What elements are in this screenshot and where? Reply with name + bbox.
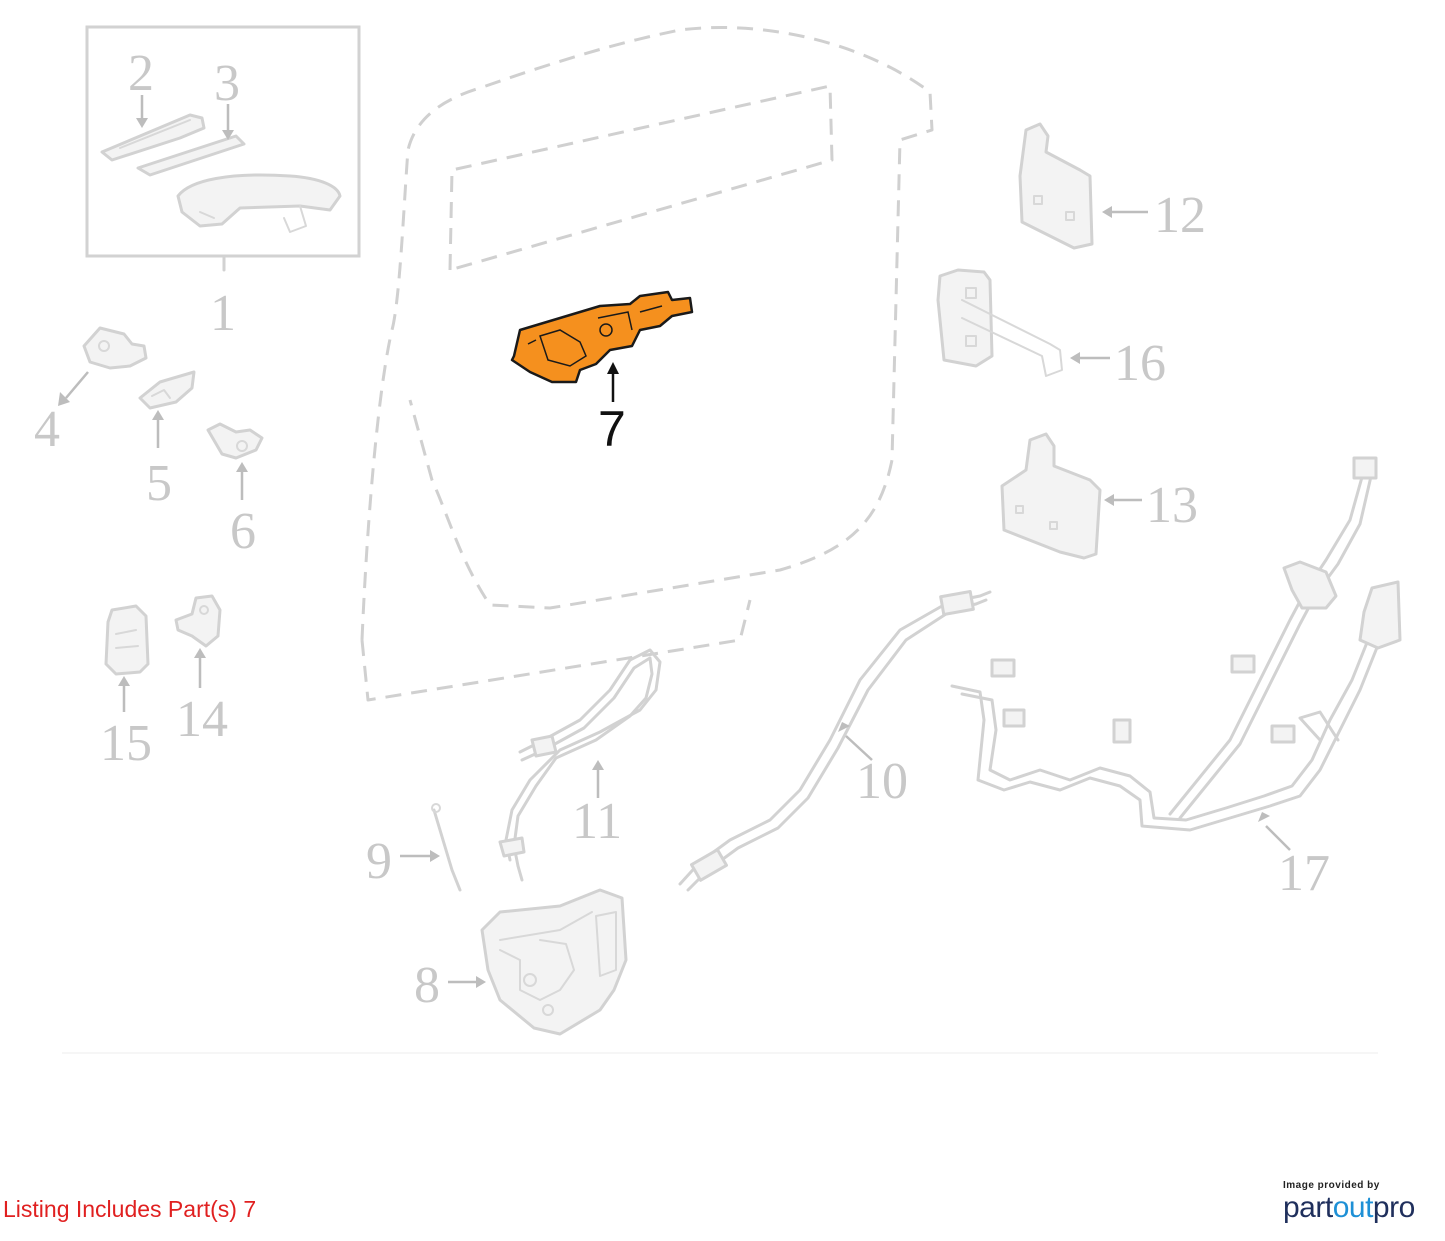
part-6 bbox=[206, 422, 264, 500]
callout-16: 16 bbox=[1114, 335, 1166, 392]
part-13 bbox=[1000, 432, 1142, 560]
callout-2: 2 bbox=[128, 45, 154, 102]
part-1-handle-kit bbox=[85, 25, 361, 272]
part-8-latch bbox=[448, 888, 628, 1036]
part-4 bbox=[58, 326, 148, 406]
part-5 bbox=[138, 370, 196, 448]
callout-3: 3 bbox=[214, 55, 240, 112]
part-11-cable bbox=[498, 648, 662, 882]
brand-watermark: Image provided by partoutpro bbox=[1283, 1180, 1433, 1225]
callout-4: 4 bbox=[34, 401, 60, 458]
part-9-rod bbox=[400, 803, 462, 892]
callout-9: 9 bbox=[366, 833, 392, 890]
callout-1: 1 bbox=[210, 285, 236, 342]
callout-6: 6 bbox=[230, 503, 256, 560]
brand-logo: partoutpro bbox=[1283, 1191, 1433, 1225]
part-14 bbox=[174, 594, 222, 688]
page-baseline bbox=[62, 1052, 1378, 1054]
brand-name-start: part bbox=[1283, 1191, 1333, 1224]
callout-11: 11 bbox=[572, 793, 622, 850]
callout-12: 12 bbox=[1154, 187, 1206, 244]
callout-7-highlighted: 7 bbox=[598, 401, 626, 457]
callout-14: 14 bbox=[176, 691, 228, 748]
brand-provided-by: Image provided by bbox=[1283, 1180, 1380, 1191]
brand-name-end: pro bbox=[1372, 1191, 1415, 1224]
callout-8: 8 bbox=[414, 957, 440, 1014]
callout-labels: 2 3 1 4 5 6 7 8 9 10 11 12 13 14 15 16 1… bbox=[34, 45, 1330, 1014]
brand-name-mid: out bbox=[1332, 1191, 1374, 1224]
part-15 bbox=[104, 604, 150, 712]
callout-10: 10 bbox=[856, 753, 908, 810]
part-12 bbox=[1018, 122, 1148, 250]
callout-5: 5 bbox=[146, 455, 172, 512]
callout-15: 15 bbox=[100, 715, 152, 772]
callout-17: 17 bbox=[1278, 845, 1330, 902]
part-16 bbox=[936, 268, 1110, 377]
part-7-highlighted bbox=[510, 290, 694, 402]
part-17-harness bbox=[950, 456, 1402, 851]
callout-13: 13 bbox=[1146, 477, 1198, 534]
door-outline bbox=[360, 26, 934, 702]
part-10-cable bbox=[678, 590, 992, 892]
listing-caption: Listing Includes Part(s) 7 bbox=[3, 1196, 257, 1222]
callout-arrows-1-3 bbox=[136, 95, 234, 140]
